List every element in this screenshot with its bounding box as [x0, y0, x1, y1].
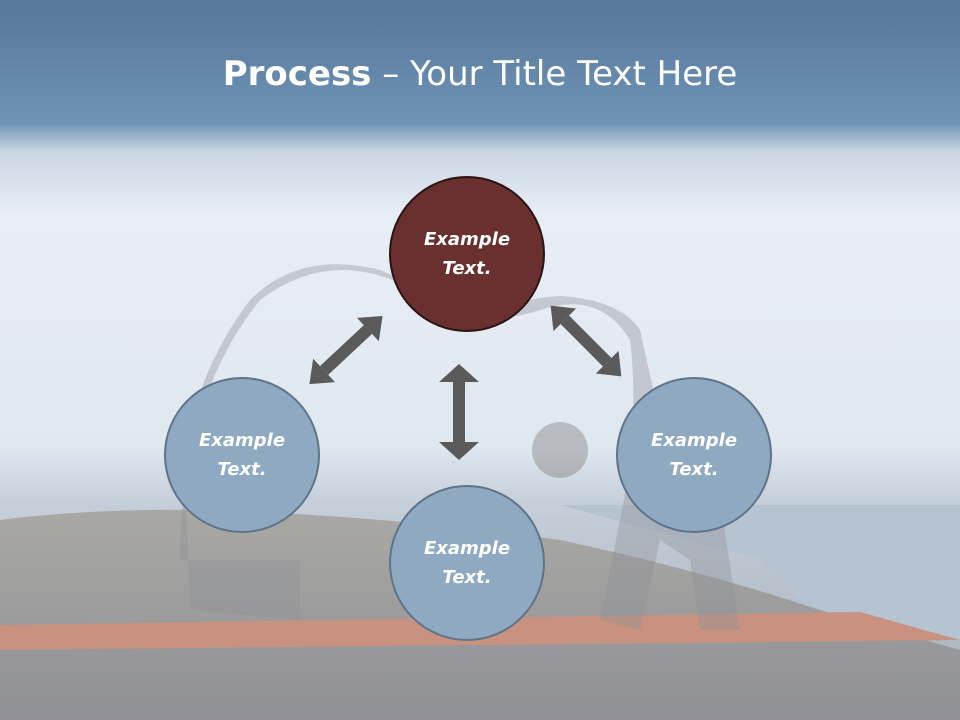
node-left-line1: Example: [198, 430, 286, 451]
title-rest: – Your Title Text Here: [371, 54, 738, 94]
node-left-line2: Text.: [217, 459, 267, 480]
node-bottom-line2: Text.: [442, 567, 492, 588]
arrow-top-right: [550, 305, 622, 377]
node-top-line2: Text.: [442, 258, 492, 279]
process-node-right: Example Text.: [616, 377, 772, 533]
node-right-line2: Text.: [669, 459, 719, 480]
arrow-top-left: [309, 315, 383, 385]
process-node-left: Example Text.: [164, 377, 320, 533]
process-node-top: Example Text.: [389, 176, 545, 332]
node-bottom-line1: Example: [423, 538, 511, 559]
slide-title: Process – Your Title Text Here: [0, 52, 960, 96]
node-top-line1: Example: [423, 229, 511, 250]
process-node-bottom: Example Text.: [389, 485, 545, 641]
arrow-vertical: [439, 364, 479, 460]
title-bold: Process: [222, 54, 372, 94]
node-right-line1: Example: [650, 430, 738, 451]
